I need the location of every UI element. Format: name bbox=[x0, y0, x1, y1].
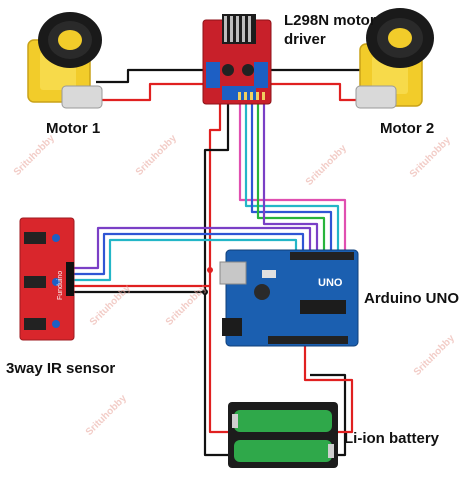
wire-signal-teal bbox=[244, 104, 340, 250]
wire-signal-green bbox=[256, 104, 326, 250]
li-ion-battery-pack bbox=[228, 402, 338, 468]
wires bbox=[74, 68, 364, 457]
wire-power-red bbox=[208, 104, 232, 434]
wire-motor1-red bbox=[96, 82, 205, 102]
arduino-uno-board bbox=[219, 249, 359, 347]
driver-label-line2: driver bbox=[284, 31, 326, 48]
wire-battery-red-return bbox=[303, 345, 354, 434]
wire-ir-teal bbox=[74, 238, 298, 282]
wire-power-black bbox=[203, 104, 232, 457]
wire-battery-black-return bbox=[310, 373, 347, 457]
ir-brand-text: Funduino bbox=[57, 271, 64, 300]
arduino-uno-print: UNO bbox=[318, 277, 343, 289]
motor-2 bbox=[355, 8, 434, 109]
motor1-label: Motor 1 bbox=[46, 120, 101, 137]
junction-dot-black bbox=[202, 289, 208, 295]
driver-label-line1: L298N motor bbox=[284, 12, 376, 29]
wire-motor2-black bbox=[268, 68, 364, 78]
wire-motor1-black bbox=[96, 68, 205, 84]
ir-sensor-label: 3way IR sensor bbox=[6, 360, 116, 377]
arduino-label: Arduino UNO bbox=[364, 290, 459, 307]
wire-signal-blue bbox=[250, 104, 333, 250]
motor2-label: Motor 2 bbox=[380, 120, 435, 137]
wire-signal-pink bbox=[238, 104, 347, 250]
wire-ir-blue bbox=[74, 232, 305, 276]
battery-label: Li-ion battery bbox=[344, 430, 440, 447]
wire-signal-purple bbox=[262, 104, 319, 250]
wire-ir-purple bbox=[74, 226, 312, 270]
junction-dot-red bbox=[207, 267, 213, 273]
l298n-driver-board bbox=[202, 14, 272, 105]
wire-motor2-red bbox=[268, 82, 362, 102]
motor-1 bbox=[27, 12, 103, 109]
ir-sensor-board bbox=[19, 217, 75, 341]
